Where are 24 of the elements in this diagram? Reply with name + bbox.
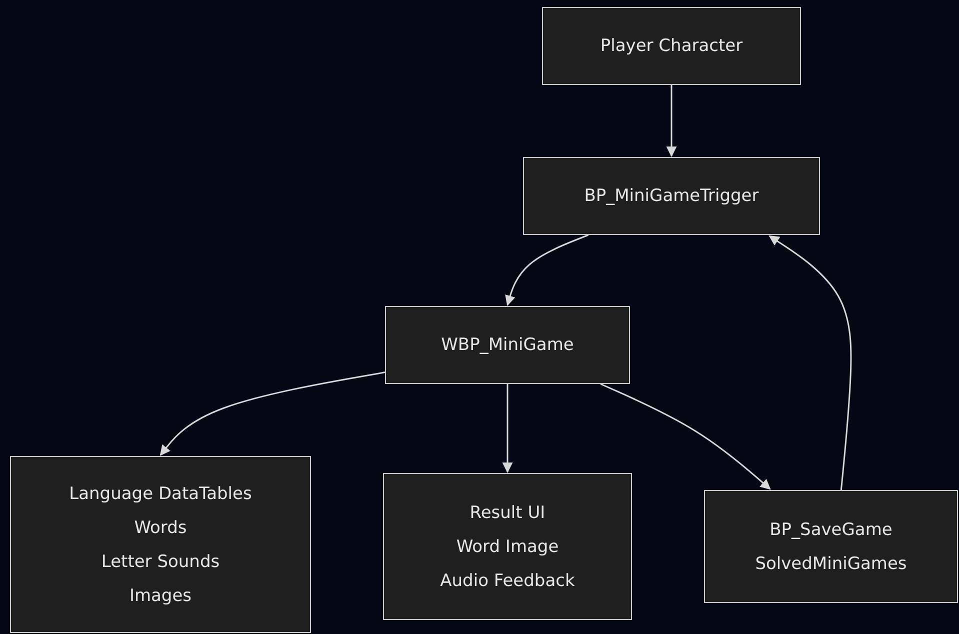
- node-text: SolvedMiniGames: [755, 552, 907, 576]
- node-text: WBP_MiniGame: [441, 334, 574, 357]
- process-box: [523, 157, 820, 235]
- node-text: Images: [129, 584, 192, 608]
- arrow: [600, 383, 771, 490]
- arrow: [666, 85, 677, 158]
- process-box: [542, 7, 801, 85]
- arrow: [768, 235, 852, 490]
- node-text: Result UI: [470, 502, 546, 524]
- arrow: [505, 234, 589, 306]
- node-text: Words: [134, 516, 187, 540]
- process-box: [385, 306, 630, 384]
- process-box: [383, 473, 632, 620]
- node-text: Word Image: [456, 536, 559, 558]
- node-text: Player Character: [600, 35, 743, 58]
- node-text: Letter Sounds: [101, 550, 220, 574]
- node-text: BP_SaveGame: [770, 518, 892, 542]
- process-box: [10, 456, 311, 633]
- node-text: Language DataTables: [69, 482, 252, 506]
- node-text: Audio Feedback: [440, 570, 575, 592]
- arrow: [160, 372, 386, 456]
- node-text: BP_MiniGameTrigger: [584, 185, 759, 208]
- process-box: [704, 490, 958, 603]
- arrow: [502, 384, 513, 474]
